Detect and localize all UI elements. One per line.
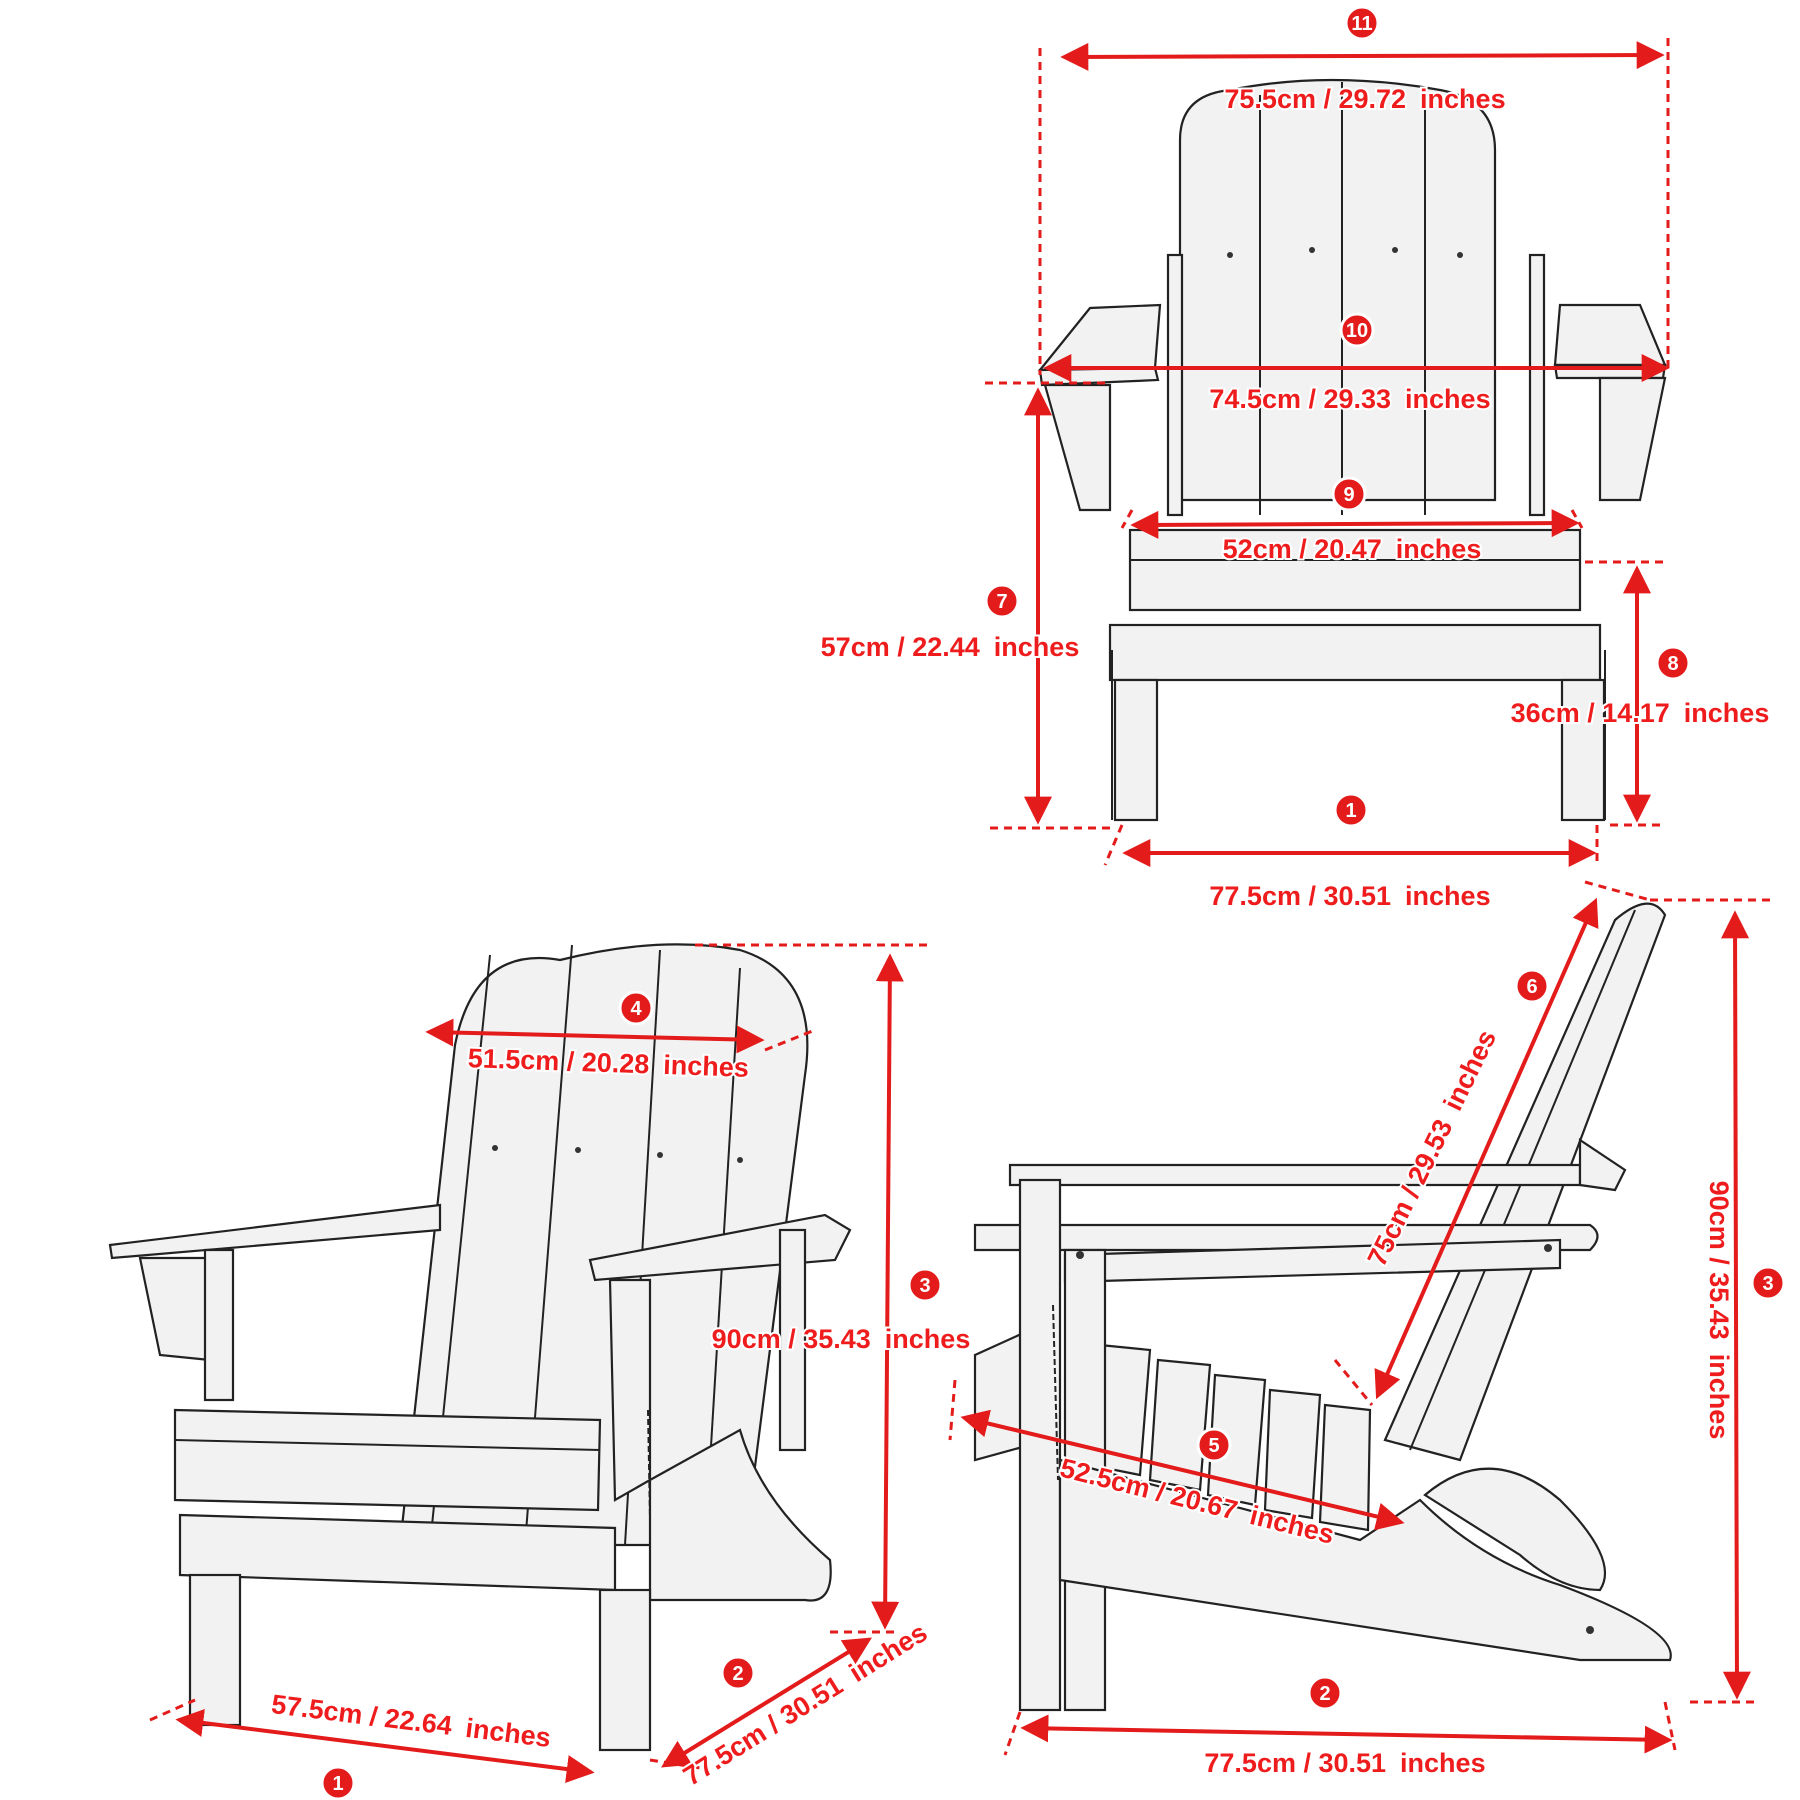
svg-text:3: 3 [919, 1275, 930, 1297]
badge-2-perspective: 2 [720, 1655, 756, 1691]
front-armrest-left [1037, 303, 1162, 372]
badge-6: 6 [1514, 968, 1550, 1004]
svg-text:7: 7 [996, 591, 1007, 613]
side-front-leg [1018, 1178, 1062, 1712]
perspective-armrest-left [108, 1203, 442, 1260]
svg-text:4: 4 [630, 998, 642, 1020]
label-3-side-unit: inches [1704, 1354, 1734, 1440]
label-1-front-unit: inches [1405, 881, 1491, 911]
front-leg-left [1113, 678, 1159, 822]
label-6-unit: inches [1438, 1025, 1502, 1115]
label-7-unit: inches [994, 632, 1080, 662]
label-2-side-cm: 77.5cm / 30.51 [1204, 1748, 1386, 1778]
svg-text:90cm / 35.43inches: 90cm / 35.43 inches [712, 1324, 971, 1354]
svg-text:2: 2 [1319, 1683, 1330, 1705]
badge-7: 7 [984, 583, 1020, 619]
badge-4: 4 [618, 990, 654, 1026]
svg-text:2: 2 [732, 1663, 743, 1685]
label-3-perspective-cm: 90cm / 35.43 [712, 1324, 871, 1354]
svg-text:1: 1 [1345, 800, 1356, 822]
svg-text:77.5cm / 30.51inches: 77.5cm / 30.51inches [678, 1617, 932, 1791]
label-2-perspective: 77.5cm / 30.51inches [676, 1615, 934, 1793]
badge-10: 10 [1339, 312, 1375, 348]
svg-text:77.5cm / 30.51inches: 77.5cm / 30.51 inches [1204, 1748, 1485, 1778]
label-8: 36cm / 14.17 inches [1509, 696, 1772, 730]
svg-text:8: 8 [1667, 653, 1678, 675]
side-view-chair [973, 902, 1672, 1712]
label-11-cm: 75.5cm / 29.72 [1224, 84, 1406, 114]
label-4-cm: 51.5cm / 20.28 [467, 1043, 650, 1079]
svg-text:90cm / 35.43inches: 90cm / 35.43 inches [1704, 1181, 1734, 1440]
label-7: 57cm / 22.44 inches [819, 630, 1082, 664]
label-1-front: 77.5cm / 30.51 inches [1207, 879, 1492, 913]
label-11: 75.5cm / 29.72 inches [1222, 82, 1507, 116]
badge-1-front: 1 [1333, 792, 1369, 828]
badge-11: 11 [1344, 5, 1380, 41]
svg-text:5: 5 [1208, 1435, 1219, 1457]
front-chair-back [1178, 78, 1497, 502]
badge-9: 9 [1331, 476, 1367, 512]
perspective-leg-left [188, 1573, 242, 1727]
svg-text:9: 9 [1343, 484, 1354, 506]
label-9-cm: 52cm / 20.47 [1223, 534, 1382, 564]
badge-3-side: 3 [1750, 1265, 1786, 1301]
svg-text:1: 1 [332, 1773, 343, 1795]
svg-text:10: 10 [1346, 320, 1368, 342]
label-2-side: 77.5cm / 30.51 inches [1202, 1746, 1487, 1780]
label-3-side: 90cm / 35.43 inches [1702, 1179, 1736, 1442]
label-1-front-cm: 77.5cm / 30.51 [1209, 881, 1391, 911]
label-4-unit: inches [663, 1050, 750, 1083]
label-2-side-unit: inches [1400, 1748, 1486, 1778]
badge-8: 8 [1655, 645, 1691, 681]
label-7-cm: 57cm / 22.44 [821, 632, 980, 662]
label-3-perspective: 90cm / 35.43 inches [710, 1322, 973, 1356]
label-11-unit: inches [1420, 84, 1506, 114]
perspective-view-chair [108, 943, 852, 1752]
label-2-perspective-cm: 77.5cm / 30.51 [678, 1670, 848, 1792]
badge-3-perspective: 3 [907, 1267, 943, 1303]
badge-1-perspective: 1 [320, 1765, 356, 1800]
svg-text:11: 11 [1351, 13, 1372, 35]
front-leg-right [1560, 678, 1606, 822]
label-1-perspective-unit: inches [464, 1713, 553, 1753]
perspective-view-dimensions [149, 943, 930, 1783]
svg-text:3: 3 [1762, 1273, 1773, 1295]
label-10-cm: 74.5cm / 29.33 [1209, 384, 1391, 414]
front-armrest-right [1553, 303, 1667, 367]
label-9: 52cm / 20.47 inches [1221, 532, 1484, 566]
label-2-perspective-unit: inches [844, 1617, 932, 1688]
badge-2-side: 2 [1307, 1675, 1343, 1711]
label-10-unit: inches [1405, 384, 1491, 414]
svg-text:77.5cm / 30.51inches: 77.5cm / 30.51 inches [1209, 881, 1490, 911]
side-view-dimensions [948, 880, 1775, 1756]
badge-5: 5 [1196, 1427, 1232, 1463]
label-8-unit: inches [1684, 698, 1770, 728]
perspective-leg-right [598, 1588, 652, 1752]
label-8-cm: 36cm / 14.17 [1511, 698, 1670, 728]
label-3-perspective-unit: inches [885, 1324, 971, 1354]
label-4: 51.5cm / 20.28 inches [465, 1041, 751, 1085]
front-seat-apron [1128, 528, 1582, 612]
label-9-unit: inches [1396, 534, 1482, 564]
label-10: 74.5cm / 29.33 inches [1207, 382, 1492, 416]
perspective-seat-apron [173, 1408, 602, 1512]
label-3-side-cm: 90cm / 35.43 [1704, 1181, 1734, 1340]
front-view-dimensions [985, 38, 1670, 867]
svg-text:6: 6 [1526, 976, 1537, 998]
